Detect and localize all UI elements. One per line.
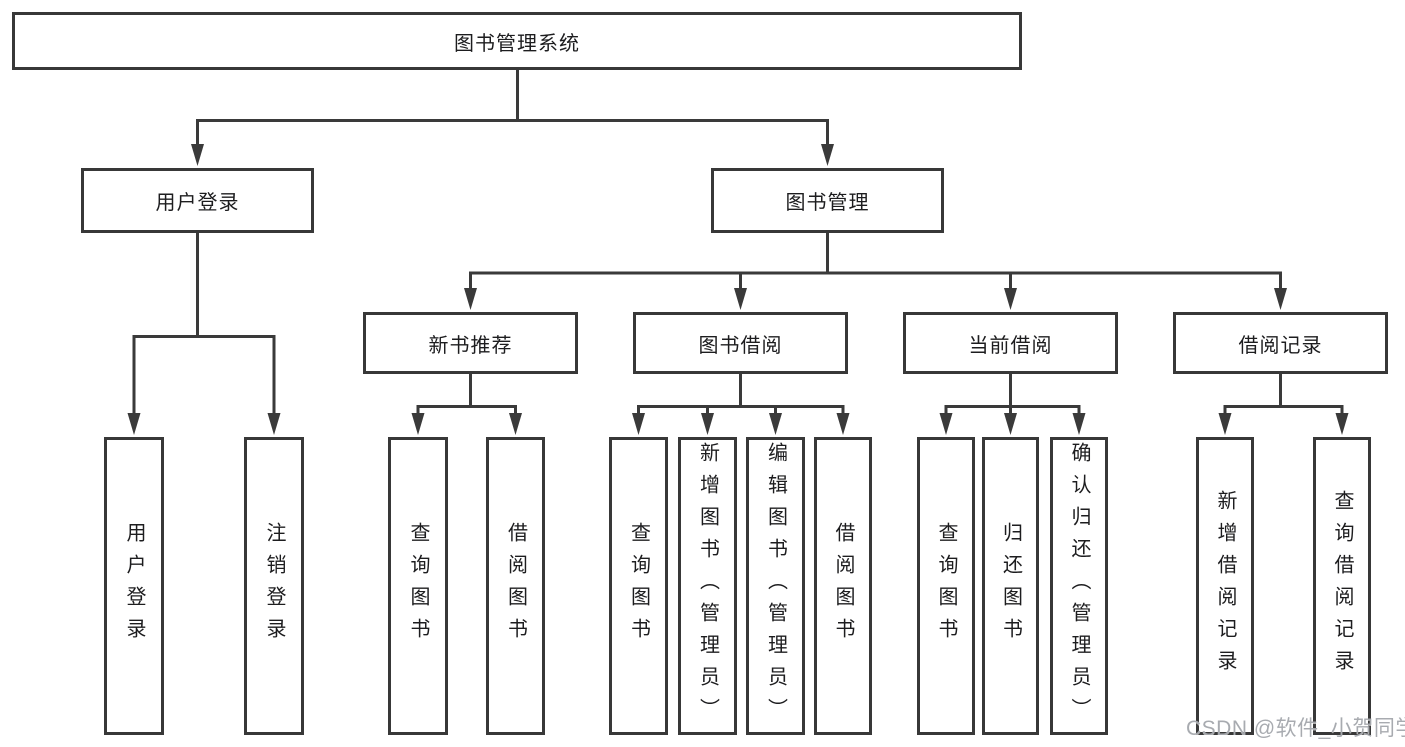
leaf-label: 用户登录 [123, 522, 145, 650]
leaf-label: 查询图书 [627, 522, 650, 650]
node-label: 借阅记录 [1238, 334, 1323, 357]
leaf-query-books-borrowing: 查询图书 [609, 437, 668, 735]
leaf-label: 借阅图书 [832, 522, 854, 650]
leaf-label: 新增借阅记录 [1214, 490, 1236, 682]
node-label: 新书推荐 [428, 334, 513, 357]
leaf-label: 借阅图书 [504, 522, 527, 650]
leaf-add-borrow-record: 新增借阅记录 [1196, 437, 1254, 735]
node-label: 用户登录 [155, 192, 240, 214]
leaf-label: 确认归还（管理员） [1068, 442, 1090, 730]
node-label: 图书管理系统 [454, 32, 580, 55]
leaf-label: 注销登录 [263, 522, 285, 650]
leaf-label: 查询图书 [935, 522, 957, 650]
leaf-borrow-books: 借阅图书 [814, 437, 872, 735]
node-label: 图书借阅 [698, 334, 783, 357]
node-label: 当前借阅 [968, 334, 1053, 357]
leaf-logout: 注销登录 [244, 437, 304, 735]
node-book-management-system: 图书管理系统 [12, 12, 1022, 70]
node-book-management: 图书管理 [711, 168, 944, 233]
node-current-borrowing: 当前借阅 [903, 312, 1118, 374]
leaf-query-books-recommendation: 查询图书 [388, 437, 448, 735]
leaf-confirm-return-admin: 确认归还（管理员） [1050, 437, 1108, 735]
leaf-borrow-books-recommendation: 借阅图书 [486, 437, 545, 735]
leaf-label: 新增图书（管理员） [696, 442, 719, 730]
leaf-label: 编辑图书（管理员） [764, 442, 787, 730]
leaf-label: 查询图书 [407, 522, 429, 650]
leaf-label: 归还图书 [999, 522, 1022, 650]
node-label: 图书管理 [785, 192, 870, 214]
leaf-user-login: 用户登录 [104, 437, 164, 735]
leaf-query-borrow-record: 查询借阅记录 [1313, 437, 1371, 735]
node-book-borrowing: 图书借阅 [633, 312, 848, 374]
csdn-watermark: CSDN @软件_小贺同学 [1186, 717, 1405, 740]
leaf-edit-books-admin: 编辑图书（管理员） [746, 437, 805, 735]
node-new-book-recommendation: 新书推荐 [363, 312, 578, 374]
leaf-label: 查询借阅记录 [1331, 490, 1353, 682]
leaf-add-books-admin: 新增图书（管理员） [678, 437, 737, 735]
node-borrowing-records: 借阅记录 [1173, 312, 1388, 374]
leaf-query-books-current: 查询图书 [917, 437, 975, 735]
leaf-return-books: 归还图书 [982, 437, 1039, 735]
node-user-login: 用户登录 [81, 168, 314, 233]
